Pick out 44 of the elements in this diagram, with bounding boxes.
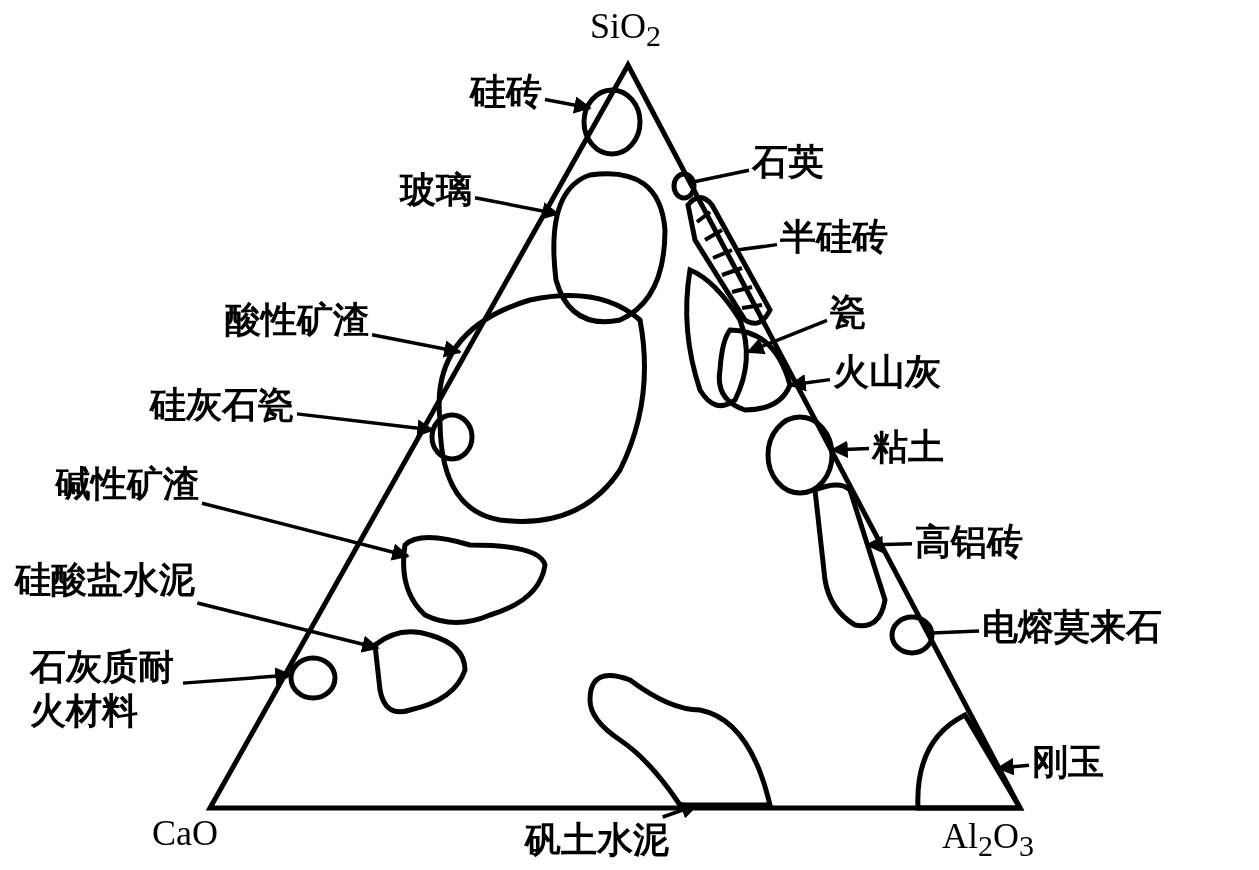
leader-line: [746, 318, 828, 355]
region-label: 矾土水泥: [525, 818, 669, 862]
leader-line: [196, 601, 380, 653]
leader-line: [544, 96, 592, 114]
region-outline: [372, 629, 468, 715]
leader-line: [931, 629, 980, 635]
region-outline: [551, 171, 668, 325]
region-outline: [716, 327, 793, 413]
region-label: 瓷: [830, 290, 866, 334]
leader-line: [692, 168, 750, 184]
region-label: 半硅砖: [780, 215, 888, 259]
region-outline: [587, 673, 773, 808]
region-outline: [429, 412, 475, 462]
region-outline: [685, 195, 773, 326]
region-outline: [401, 535, 548, 625]
region-label: 粘土: [872, 425, 944, 469]
region-label: 硅砖: [470, 70, 542, 114]
region-outline: [436, 293, 647, 524]
leader-line: [201, 501, 410, 561]
region-label: 刚玉: [1032, 740, 1104, 784]
region-label: 石灰质耐火材料: [30, 645, 180, 733]
region-outline: [671, 171, 697, 201]
region-label: 高铝砖: [915, 520, 1023, 564]
region-label: 碱性矿渣: [55, 462, 199, 506]
region-label: 玻璃: [400, 168, 472, 212]
region-label: 石英: [752, 140, 824, 184]
region-label: 火山灰: [833, 350, 941, 394]
leader-line: [736, 242, 778, 252]
region-outline: [684, 267, 749, 409]
region-outline: [812, 482, 888, 629]
vertex-label: SiO$_{2}$: [590, 5, 662, 54]
region-label: 电熔莫来石: [982, 605, 1162, 649]
region-outline: [889, 614, 935, 656]
region-outline: [915, 712, 1023, 811]
region-outline: [765, 414, 835, 496]
region-label: 硅灰石瓷: [150, 383, 294, 427]
leader-line: [182, 667, 293, 685]
vertex-label: CaO: [152, 812, 218, 854]
leader-line: [371, 333, 462, 358]
region-outline: [581, 87, 643, 157]
region-outline: [288, 655, 338, 701]
vertex-label: Al$_{2}$O$_{3}$: [942, 815, 1034, 864]
region-label: 酸性矿渣: [225, 298, 369, 342]
region-label: 硅酸盐水泥: [15, 558, 195, 602]
